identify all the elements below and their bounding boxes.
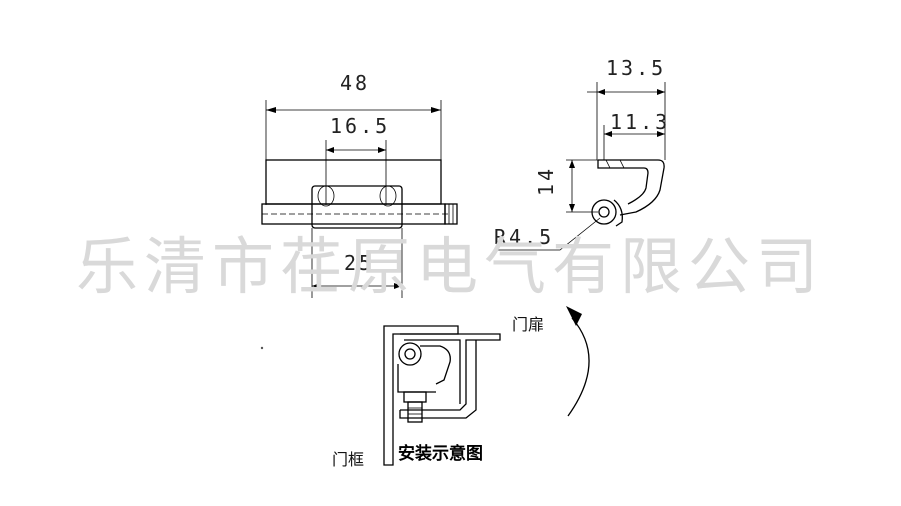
pin-screw-end [444, 203, 458, 225]
dim-width-outer: 13.5 [606, 56, 666, 80]
knuckle-pin [598, 206, 610, 218]
door-frame-profile [383, 325, 459, 466]
stray-dot [260, 346, 264, 350]
dim-barrel-width: 25 [344, 251, 374, 275]
install-knuckle [398, 342, 422, 366]
side-view: 13.5 11.3 14 R4.5 [494, 56, 670, 251]
knuckle-outer [591, 199, 617, 225]
dim-inner-width: 16.5 [330, 114, 390, 138]
dim-height: 14 [534, 166, 558, 196]
side-profile [598, 159, 665, 216]
mount-screw [407, 401, 423, 423]
hinge-plate [265, 159, 442, 205]
dim-radius: R4.5 [494, 225, 554, 249]
hinge-barrel [311, 185, 403, 229]
mount-nut [403, 391, 427, 403]
door-leaf-label: 门扉 [512, 315, 544, 334]
rotation-arrow [567, 317, 590, 417]
watermark-company-name: 乐清市荏原电气有限公司 [76, 230, 824, 303]
door-frame-label: 门框 [332, 450, 364, 469]
door-leaf-profile [400, 333, 501, 411]
dim-width-inner: 11.3 [610, 110, 670, 134]
radius-leader [494, 217, 601, 251]
front-view: 48 16.5 25 [261, 71, 458, 298]
install-view: 门扉 门框 安装示意图 [332, 306, 590, 469]
install-caption: 安装示意图 [398, 443, 483, 464]
dim-overall-width: 48 [340, 71, 370, 95]
